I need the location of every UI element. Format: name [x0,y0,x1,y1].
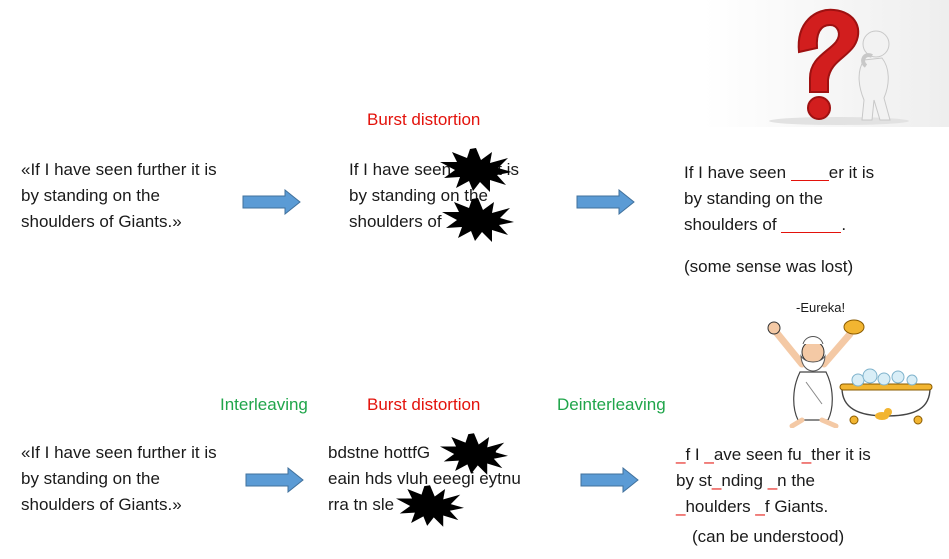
top-original-line-1: «If I have seen further it is [21,160,217,179]
top-distorted-line-3: shoulders of [349,212,442,231]
burst-icon [440,433,508,475]
top-burst-label: Burst distortion [367,110,481,129]
top-result-line-3: shoulders of . [684,215,847,234]
interleaved-line-3: rra tn sle [328,495,395,514]
eureka-label: -Eureka! [796,300,846,315]
deinterleaved-text: _f I _ave seen fu_ther it is by st_nding… [676,442,871,520]
deinterleaved-line-1: _f I _ave seen fu_ther it is [676,445,871,464]
burst-icon [396,485,464,527]
burst-icon [442,198,514,242]
right-arrow-icon [242,189,301,215]
top-original-line-2: by standing on the [21,186,160,205]
bottom-original-line-1: «If I have seen further it is [21,443,217,462]
bottom-burst-label: Burst distortion [367,395,481,414]
missing-blank [790,163,829,181]
bottom-note: (can be understood) [692,527,845,546]
right-arrow-icon [576,189,635,215]
deinterleaving-label: Deinterleaving [557,395,666,414]
bottom-original-text: «If I have seen further it is by standin… [21,440,217,518]
right-arrow-icon [580,467,639,493]
eureka-archimedes-icon [767,319,933,428]
top-original-text: «If I have seen further it is by standin… [21,157,217,235]
interleaving-label: Interleaving [220,395,308,414]
deinterleaved-line-3: _houlders _f Giants. [676,497,829,516]
top-distorted-line-2: by standing on the [349,186,488,205]
question-mark-figure-icon [704,0,949,127]
missing-blank [781,215,842,233]
interleaved-line-2: eain hds vluh eeegi eytnu [328,469,521,488]
top-original-line-3: shoulders of Giants.» [21,212,182,231]
top-note: (some sense was lost) [684,257,854,276]
top-result-line-1: If I have seen er it is [684,163,875,182]
right-arrow-icon [245,467,304,493]
deinterleaved-line-2: by st_nding _n the [676,471,815,490]
burst-icon [440,148,512,192]
top-result-text: If I have seen er it is by standing on t… [684,160,874,238]
bottom-original-line-3: shoulders of Giants.» [21,495,182,514]
top-result-line-2: by standing on the [684,189,823,208]
top-distorted-text: If I have seenr it is by standing on the… [349,157,519,235]
bottom-original-line-2: by standing on the [21,469,160,488]
